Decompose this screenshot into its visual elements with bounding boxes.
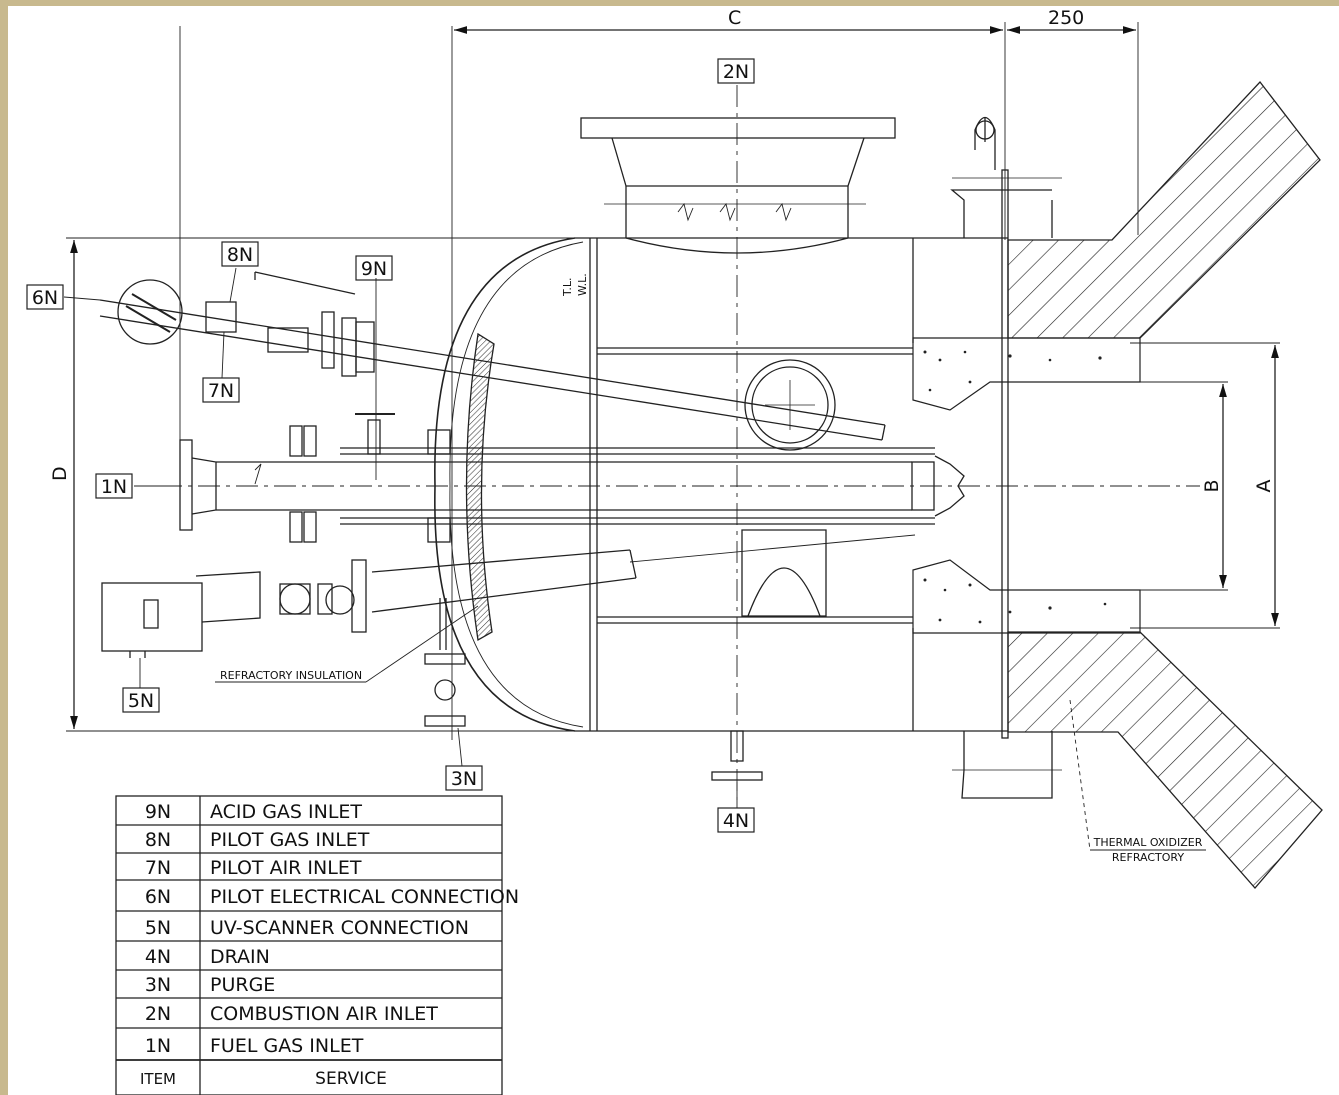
note-tl: T.L.	[561, 277, 574, 297]
table-item-7n: 7N	[145, 857, 171, 879]
dim-b: B	[1201, 479, 1223, 492]
burner-drawing: C 250 D A B 1N 2N 3N 4N 5N 6N 7N 8N 9N R…	[26, 7, 1323, 1095]
table-item-3n: 3N	[145, 974, 171, 996]
note-refractory-insulation: REFRACTORY INSULATION	[220, 669, 362, 682]
tag-boxes	[26, 58, 755, 833]
table-header-service: SERVICE	[315, 1069, 387, 1089]
tag-5n: 5N	[128, 690, 154, 712]
table-service-2n: COMBUSTION AIR INLET	[210, 1003, 438, 1025]
note-thermal-oxidizer-1: THERMAL OXIDIZER	[1093, 836, 1203, 849]
table-item-1n: 1N	[145, 1035, 171, 1057]
table-service-6n: PILOT ELECTRICAL CONNECTION	[210, 886, 519, 908]
throat-refractory	[912, 337, 1141, 634]
thermal-oxidizer-wall	[1007, 80, 1323, 889]
dim-c: C	[728, 7, 741, 29]
tag-9n: 9N	[361, 258, 387, 280]
table-item-9n: 9N	[145, 801, 171, 823]
service-table-grid	[115, 795, 503, 1095]
table-service-1n: FUEL GAS INLET	[210, 1035, 364, 1057]
tag-7n: 7N	[208, 380, 234, 402]
dim-a: A	[1253, 480, 1275, 493]
burner-shell	[434, 116, 1062, 799]
table-service-4n: DRAIN	[210, 946, 270, 968]
dim-d: D	[49, 466, 71, 481]
drawing-sheet: C 250 D A B 1N 2N 3N 4N 5N 6N 7N 8N 9N R…	[8, 6, 1339, 1095]
tag-1n: 1N	[101, 476, 127, 498]
tag-6n: 6N	[32, 287, 58, 309]
table-item-2n: 2N	[145, 1003, 171, 1025]
table-service-7n: PILOT AIR INLET	[210, 857, 362, 879]
tag-4n: 4N	[723, 810, 749, 832]
table-item-4n: 4N	[145, 946, 171, 968]
table-item-8n: 8N	[145, 829, 171, 851]
drawing-texts: C 250 D A B 1N 2N 3N 4N 5N 6N 7N 8N 9N R…	[32, 7, 1275, 1089]
dim-250: 250	[1048, 7, 1084, 29]
table-service-3n: PURGE	[210, 974, 275, 996]
table-service-9n: ACID GAS INLET	[210, 801, 362, 823]
table-service-8n: PILOT GAS INLET	[210, 829, 370, 851]
tag-3n: 3N	[451, 768, 477, 790]
table-item-6n: 6N	[145, 886, 171, 908]
purge-nozzle-3n	[424, 598, 466, 727]
leader-lines	[63, 267, 1206, 851]
tag-2n: 2N	[723, 61, 749, 83]
uv-scanner-assembly	[101, 529, 916, 658]
tag-8n: 8N	[227, 244, 253, 266]
table-service-5n: UV-SCANNER CONNECTION	[210, 917, 469, 939]
note-wl: W.L.	[576, 273, 589, 296]
table-header-item: ITEM	[140, 1070, 176, 1088]
refractory-insulation-band	[465, 332, 495, 642]
throat-aggregate-marks	[923, 350, 1107, 624]
drain-nozzle-4n	[711, 730, 763, 781]
acid-gas-pilot-tube	[99, 271, 886, 451]
air-inlet-2n	[580, 117, 896, 254]
note-thermal-oxidizer-2: REFRACTORY	[1112, 851, 1184, 864]
table-item-5n: 5N	[145, 917, 171, 939]
fuel-gas-lance-1n	[179, 413, 965, 543]
